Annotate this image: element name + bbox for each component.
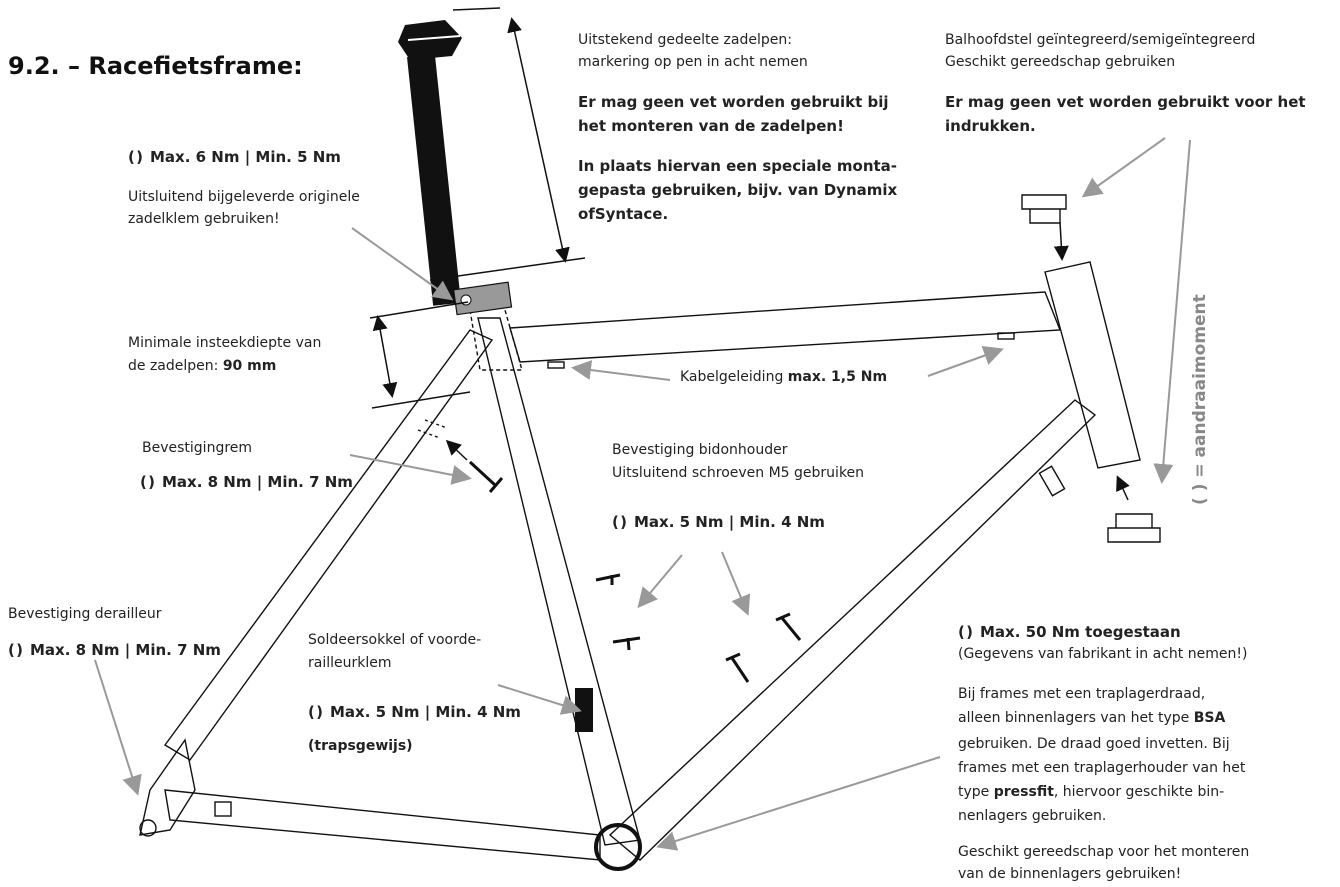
bb-p1-line3: gebruiken. De draad goed invetten. Bij bbox=[958, 736, 1230, 752]
top-tube bbox=[509, 291, 1062, 363]
brake-label: Bevestigingrem bbox=[142, 440, 253, 456]
torque-icon: ( ) bbox=[140, 473, 155, 491]
brake-torque: ( )Max. 8 Nm | Min. 7 Nm bbox=[140, 470, 353, 494]
torque-legend: ( ) = aandraaimoment bbox=[1190, 294, 1210, 505]
bb-p1-line6: nenlagers gebruiken. bbox=[958, 808, 1107, 824]
bb-p1-line5: type pressfit, hiervoor geschikte bin- bbox=[958, 784, 1225, 800]
seatpost-no-grease-line2: het monteren van de zadelpen! bbox=[578, 117, 844, 135]
bb-torque: ( )Max. 50 Nm toegestaan bbox=[958, 620, 1181, 644]
derailleur-label: Bevestiging derailleur bbox=[8, 606, 162, 622]
seat-clamp-note-line2: zadelklem gebruiken! bbox=[128, 211, 280, 227]
headset-warn-line2: indrukken. bbox=[945, 117, 1036, 135]
fd-line1: Soldeersokkel of voorde- bbox=[308, 632, 482, 648]
torque-icon: ( ) bbox=[8, 641, 23, 659]
bb-p1-line1: Bij frames met een traplagerdraad, bbox=[958, 686, 1206, 702]
seatpost-paste-line3: ofSyntace. bbox=[578, 205, 669, 223]
seat-clamp-torque: ( )Max. 6 Nm | Min. 5 Nm bbox=[128, 145, 341, 169]
saddle-clamp-head bbox=[398, 20, 462, 60]
seat-clamp-note-line1: Uitsluitend bijgeleverde originele bbox=[128, 189, 360, 205]
bb-bsa: BSA bbox=[1193, 710, 1226, 726]
bb-p1-line4: frames met een traplagerhouder van het bbox=[958, 760, 1246, 776]
cable-guide-label: Kabelgeleiding max. 1,5 Nm bbox=[680, 369, 888, 385]
bb-p2-line2: van de binnenlagers gebruiken! bbox=[958, 866, 1182, 882]
torque-icon: ( ) bbox=[958, 623, 973, 641]
seat-tube bbox=[477, 317, 641, 846]
fd-line2: railleurklem bbox=[308, 655, 392, 671]
seat-stay bbox=[163, 329, 494, 761]
seatpost-paste-line1: In plaats hiervan een speciale monta- bbox=[578, 157, 898, 175]
derailleur-torque: ( )Max. 8 Nm | Min. 7 Nm bbox=[8, 638, 221, 662]
bottom-bracket-shell bbox=[594, 823, 642, 871]
bb-p2-line1: Geschikt gereedschap voor het monteren bbox=[958, 844, 1250, 860]
seatpost-partial-line1: Uitstekend gedeelte zadelpen: bbox=[578, 32, 792, 48]
torque-icon: ( ) bbox=[308, 703, 323, 721]
cable-guide-value: max. 1,5 Nm bbox=[787, 369, 888, 385]
bb-p1-line2: alleen binnenlagers van het type BSA bbox=[958, 710, 1226, 726]
bottle-torque: ( )Max. 5 Nm | Min. 4 Nm bbox=[612, 510, 825, 534]
seatpost-paste-line2: gepasta gebruiken, bijv. van Dynamix bbox=[578, 181, 898, 199]
seatpost-no-grease-line1: Er mag geen vet worden gebruikt bij bbox=[578, 93, 889, 111]
page-title: 9.2. – Racefietsframe: bbox=[8, 52, 303, 80]
bottle-line1: Bevestiging bidonhouder bbox=[612, 442, 788, 458]
down-tube bbox=[608, 399, 1097, 861]
headset-cup-top bbox=[1021, 194, 1067, 224]
torque-icon: ( ) bbox=[612, 513, 627, 531]
insertion-value: 90 mm bbox=[222, 358, 277, 374]
torque-icon: ( ) bbox=[128, 148, 143, 166]
bb-pressfit: pressfit bbox=[993, 784, 1054, 800]
fd-note: (trapsgewijs) bbox=[308, 738, 413, 754]
insertion-line1: Minimale insteekdiepte van bbox=[128, 335, 322, 351]
bb-manufacturer: (Gegevens van fabrikant in acht nemen!) bbox=[958, 646, 1248, 662]
headset-cup-bottom bbox=[1107, 513, 1161, 543]
headset-warn-line1: Er mag geen vet worden gebruikt voor het bbox=[945, 93, 1306, 111]
head-tube bbox=[1044, 261, 1141, 469]
seatpost-partial-line2: markering op pen in acht nemen bbox=[578, 54, 808, 70]
headset-line1: Balhoofdstel geïntegreerd/semigeïntegree… bbox=[945, 32, 1256, 48]
chain-stay bbox=[164, 789, 601, 861]
torque-icon: ( ) bbox=[1190, 483, 1210, 505]
insertion-line2: de zadelpen: 90 mm bbox=[128, 358, 277, 374]
fd-torque: ( )Max. 5 Nm | Min. 4 Nm bbox=[308, 700, 521, 724]
seatpost bbox=[407, 54, 461, 306]
bottle-line2: Uitsluitend schroeven M5 gebruiken bbox=[612, 465, 865, 481]
dropout bbox=[139, 738, 196, 836]
headset-line2: Geschikt gereedschap gebruiken bbox=[945, 54, 1176, 70]
seat-clamp bbox=[452, 281, 513, 316]
